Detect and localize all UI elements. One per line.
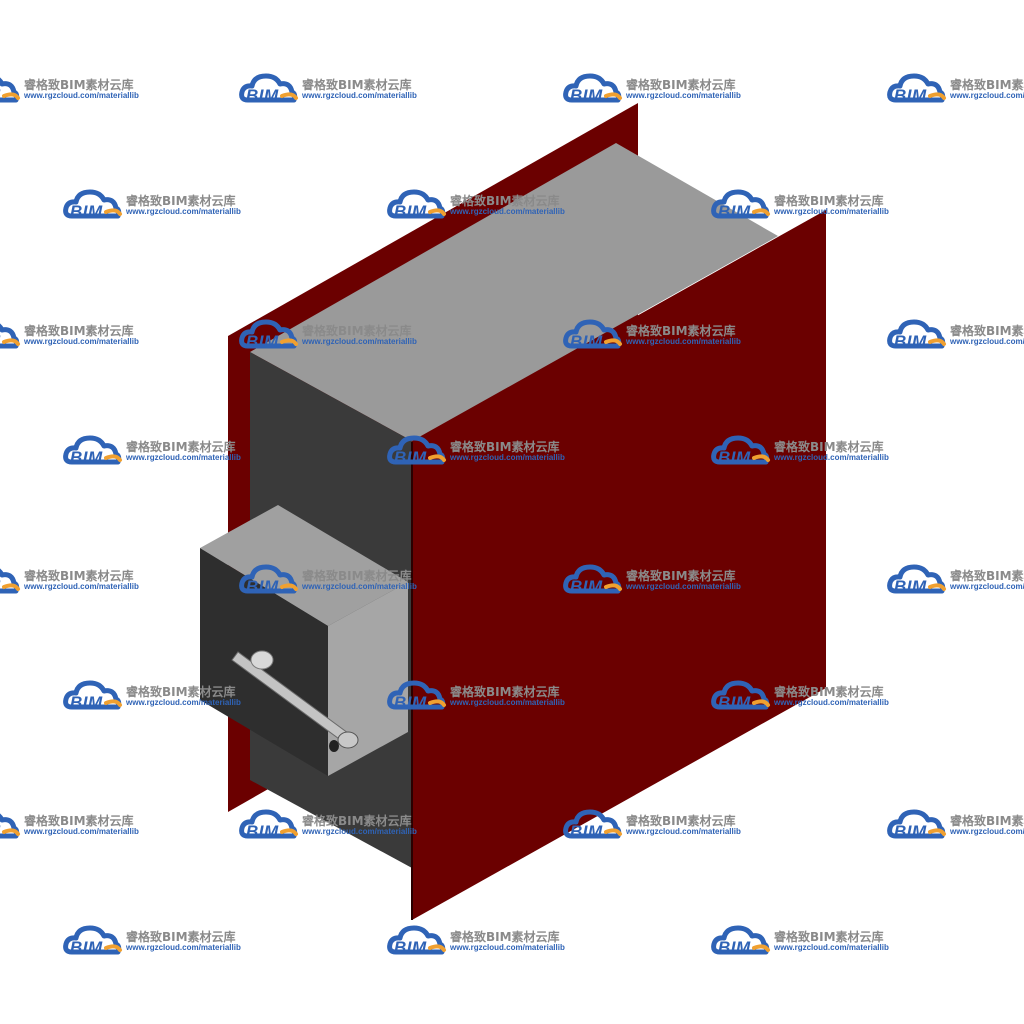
actuator-top: [200, 505, 408, 626]
duct-body-top: [250, 143, 778, 441]
lever-knob-cap: [329, 740, 339, 752]
lever-knob: [337, 731, 359, 749]
lever-pivot: [250, 650, 274, 670]
actuator-right: [328, 582, 408, 776]
